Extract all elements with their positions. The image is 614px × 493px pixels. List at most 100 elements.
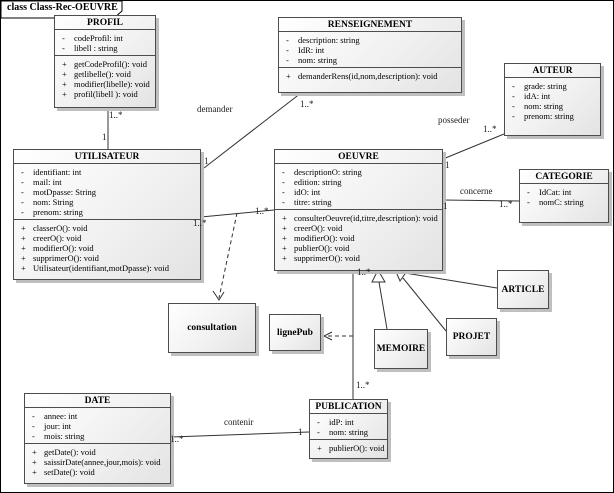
visibility-marker: - [527,197,530,207]
class-projet[interactable]: PROJET [446,318,497,356]
association-contenir[interactable] [170,431,310,438]
class-oeuvre[interactable]: OEUVRE -descriptionO: string-edition: st… [274,149,443,271]
member-row: +Utilisateur(identifiant,motDpasse): voi… [14,263,200,273]
class-auteur[interactable]: AUTEUR -grade: string-idA: int-nom: stri… [504,63,601,136]
class-categorie-title: CATEGORIE [520,170,608,184]
frame-tab-shape [1,1,123,19]
visibility-marker: + [21,253,26,263]
visibility-marker: - [282,167,285,177]
member-text: demanderRens(id,nom,description): void [298,71,438,81]
generalization-memoire[interactable] [378,281,388,330]
class-memoire-title: MEMOIRE [376,344,426,354]
class-renseignement-title: RENSEIGNEMENT [279,18,461,32]
class-profil-attributes: -codeProfil: int-libell : string [55,30,155,55]
class-categorie[interactable]: CATEGORIE -IdCat: int-nomC: string [519,169,609,223]
visibility-marker: + [282,243,287,253]
visibility-marker: - [21,177,24,187]
member-row: -idO: int [275,187,442,197]
generalization-article[interactable] [404,272,498,289]
visibility-marker: + [21,263,26,273]
class-date[interactable]: DATE -annee: int-jour: int-mois: string … [24,393,171,484]
dashed-link-consultation[interactable] [218,212,238,299]
member-text: IdCat: int [539,187,572,197]
association-demander[interactable] [203,92,302,169]
association-utilisateur-oeuvre[interactable] [200,209,275,218]
visibility-marker: + [317,443,322,453]
member-row: -nom: String [14,197,200,207]
multiplicity-renseignement-demander: 1..* [300,99,314,109]
class-categorie-attributes: -IdCat: int-nomC: string [520,184,608,209]
visibility-marker: - [21,167,24,177]
member-text: modifierO(): void [33,243,94,253]
member-row: -IdR: int [279,45,461,55]
member-row: -idP: int [310,417,387,427]
association-posseder[interactable] [442,133,505,160]
class-publication-operations: +publierO(): void [310,439,387,455]
member-text: modifier(libelle): void [74,79,150,89]
visibility-marker: + [282,213,287,223]
member-row: +profil(libell ): void [55,89,155,99]
member-row: -edition: string [275,177,442,187]
member-row: +getCodeProfil(): void [55,59,155,69]
member-row: -nomC: string [520,197,608,207]
class-oeuvre-attributes: -descriptionO: string-edition: string-id… [275,164,442,209]
multiplicity-profil: 1..* [109,110,123,120]
visibility-marker: - [527,187,530,197]
member-text: idP: int [329,417,354,427]
visibility-marker: + [21,223,26,233]
member-row: + modifier(libelle): void [55,79,155,89]
member-row: -motDpasse: String [14,187,200,197]
class-article[interactable]: ARTICLE [497,270,549,309]
class-publication-title: PUBLICATION [310,400,387,414]
member-text: identifiant: int [33,167,82,177]
visibility-marker: - [512,91,515,101]
visibility-marker: - [286,55,289,65]
visibility-marker: + [62,69,67,79]
multiplicity-date-contenir: 1..* [170,434,184,444]
member-row: +supprimerO(): void [14,253,200,263]
class-memoire[interactable]: MEMOIRE [374,329,428,369]
member-row: +modifierO(): void [14,243,200,253]
member-text: descriptionO: string [294,167,362,177]
visibility-marker: - [32,411,35,421]
class-profil[interactable]: PROFIL -codeProfil: int-libell : string … [54,15,156,108]
member-row: -codeProfil: int [55,33,155,43]
class-utilisateur[interactable]: UTILISATEUR -identifiant: int-mail: int-… [13,149,201,280]
member-row: +demanderRens(id,nom,description): void [279,71,461,81]
visibility-marker: - [317,417,320,427]
member-row: +classerO(): void [14,223,200,233]
member-text: IdR: int [298,45,325,55]
member-row: -identifiant: int [14,167,200,177]
multiplicity-utilisateur-demander: 1 [204,156,209,166]
member-row: -mail: int [14,177,200,187]
member-row: -jour: int [25,421,170,431]
member-row: +getlibelle(): void [55,69,155,79]
member-text: prenom: string [33,207,83,217]
visibility-marker: + [62,59,67,69]
generalization-triangle-left [371,268,386,283]
class-renseignement[interactable]: RENSEIGNEMENT -description: string-IdR: … [278,17,462,93]
member-text: annee: int [44,411,78,421]
class-profil-operations: +getCodeProfil(): void+getlibelle(): voi… [55,55,155,101]
multiplicity-oeuvre-posseder: 1 [445,160,450,170]
class-lignepub[interactable]: lignePub [269,314,321,351]
frame-title: class Class-Rec-OEUVRE [7,2,118,13]
generalization-projet[interactable] [402,277,447,332]
member-text: idA: int [524,91,551,101]
member-row: +publierO(): void [310,443,387,453]
visibility-marker: + [282,223,287,233]
class-utilisateur-attributes: -identifiant: int-mail: int-motDpasse: S… [14,164,200,219]
visibility-marker: - [282,177,285,187]
class-publication[interactable]: PUBLICATION -idP: int-nom: string +publi… [309,399,388,459]
member-row: -prenom: string [14,207,200,217]
member-row: +modifierO(): void [275,233,442,243]
visibility-marker: + [62,79,67,89]
member-text: modifierO(): void [294,233,355,243]
member-row: -titre: string [275,197,442,207]
association-concerne[interactable] [442,199,520,202]
member-text: mail: int [33,177,62,187]
class-consultation[interactable]: consultation [168,303,256,353]
association-label-concerne: concerne [458,186,495,196]
